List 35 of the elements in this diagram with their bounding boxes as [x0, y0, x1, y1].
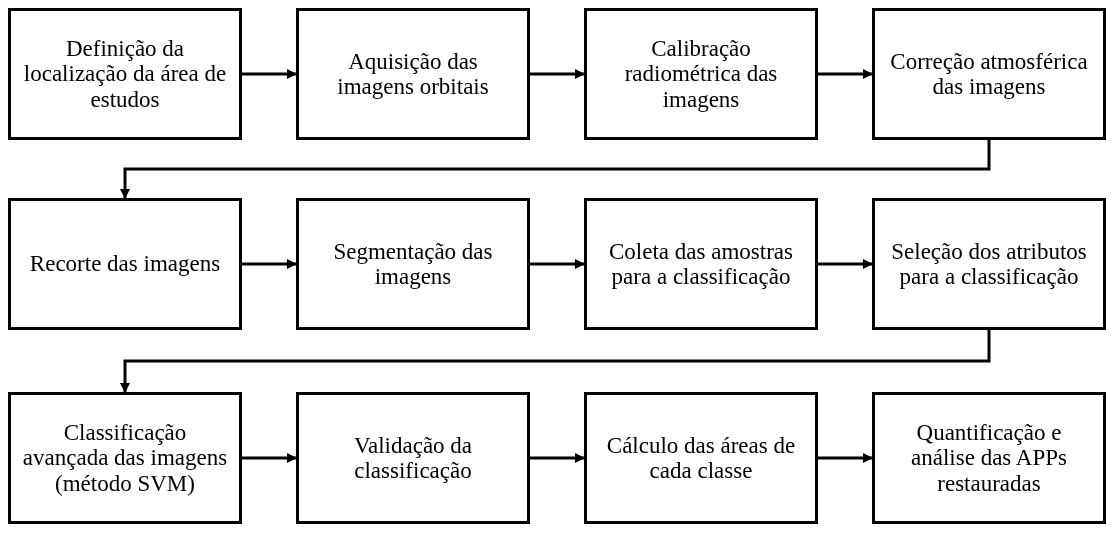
arrow: [242, 453, 297, 463]
step-label: Correção atmosférica das imagens: [889, 48, 1089, 100]
process-box: [584, 198, 818, 330]
arrow: [818, 69, 873, 79]
process-box: [8, 8, 242, 140]
process-box: [296, 392, 530, 524]
process-box: [8, 392, 242, 524]
step-label: Segmentação das imagens: [332, 238, 494, 290]
process-box: [872, 392, 1106, 524]
process-box: [872, 198, 1106, 330]
arrow: [818, 453, 873, 463]
arrow: [818, 259, 873, 269]
arrow: [530, 453, 585, 463]
step-label: Validação da classificação: [352, 432, 474, 484]
process-box: [8, 198, 242, 330]
step-label: Quantificação e análise das APPs restauradas: [910, 420, 1068, 496]
arrow: [530, 259, 585, 269]
process-box: [584, 8, 818, 140]
step-label: Definição da localização da área de estudos: [22, 36, 228, 112]
process-box: [584, 392, 818, 524]
step-label: Classificação avançada das imagens (método SVM): [21, 420, 229, 496]
arrow: [120, 330, 991, 393]
step-label: Cálculo das áreas de cada classe: [605, 432, 797, 484]
arrow: [242, 259, 297, 269]
step-label: Recorte das imagens: [29, 251, 221, 277]
step-label: Seleção dos atributos para a classificação: [890, 238, 1088, 290]
arrow: [120, 140, 991, 199]
process-box: [872, 8, 1106, 140]
arrow: [242, 69, 297, 79]
step-label: Aquisição das imagens orbitais: [336, 48, 490, 100]
step-label: Calibração radiométrica das imagens: [623, 36, 779, 112]
step-label: Coleta das amostras para a classificação: [608, 238, 794, 290]
process-box: [296, 198, 530, 330]
arrow: [530, 69, 585, 79]
process-box: [296, 8, 530, 140]
